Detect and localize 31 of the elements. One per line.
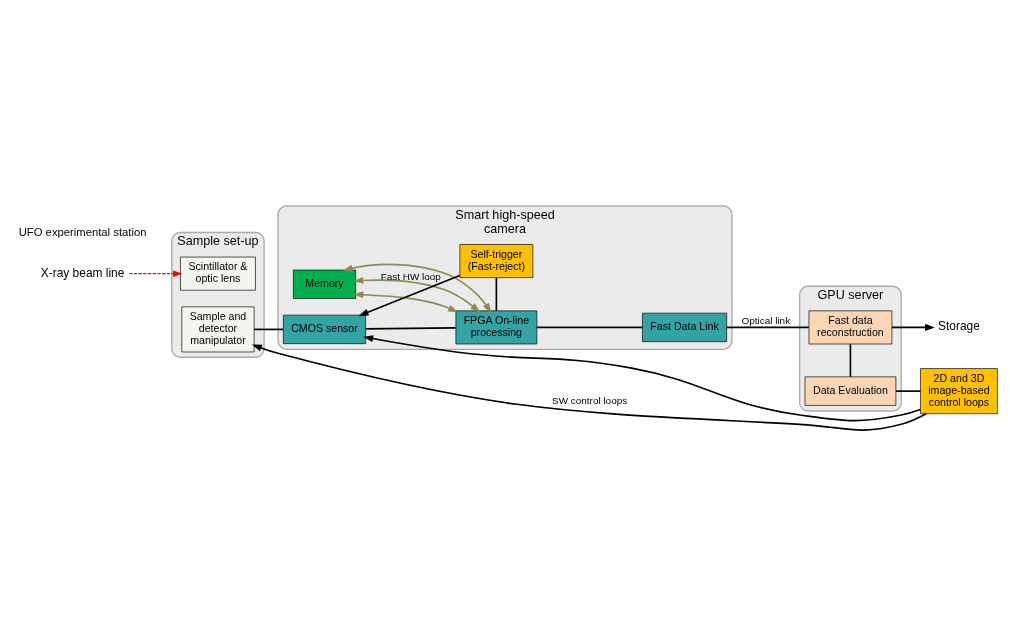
node-box: Scintillator & optic lens xyxy=(180,256,256,291)
connector xyxy=(495,276,498,311)
node-box: FPGA On-line processing xyxy=(455,310,538,344)
node-box: 2D and 3D image-based control loops xyxy=(920,367,998,414)
node-text: Storage xyxy=(938,318,980,333)
arrow xyxy=(353,290,458,313)
connector xyxy=(536,326,643,328)
arrow xyxy=(358,274,461,316)
node-text: X-ray beam line xyxy=(40,265,125,280)
edge-label: Optical link xyxy=(741,314,791,326)
arrow xyxy=(128,269,183,277)
edge-label: SW control loops xyxy=(552,394,628,406)
connector xyxy=(895,389,922,392)
arrow xyxy=(353,276,481,312)
label: UFO experimental station xyxy=(18,225,147,238)
node-box: Memory xyxy=(292,269,356,299)
arrow xyxy=(342,263,492,313)
arrow xyxy=(363,334,922,421)
node-box: Fast data reconstruction xyxy=(808,310,893,344)
node-box: CMOS sensor xyxy=(283,314,366,344)
node-box: Sample and detector manipulator xyxy=(181,306,255,352)
edge-label: Fast HW loop xyxy=(380,270,441,282)
connector xyxy=(849,342,852,377)
node-box: Fast Data Link xyxy=(642,312,727,342)
node-box: Data Evaluation xyxy=(804,376,897,406)
arrow xyxy=(891,323,935,331)
node-box: Self-trigger (Fast-reject) xyxy=(459,243,534,278)
connector xyxy=(725,326,810,328)
connector xyxy=(253,328,284,330)
arrow xyxy=(251,344,927,431)
connector xyxy=(364,326,457,330)
